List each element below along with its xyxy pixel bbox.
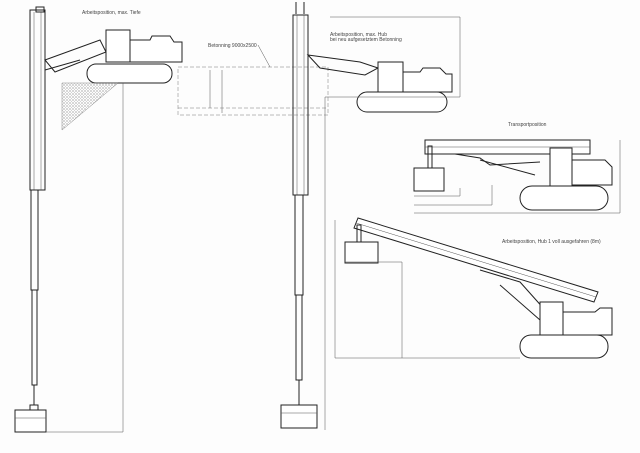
- label-lift1-extended: Arbeitsposition, Hub 1 voll ausgefahren …: [502, 239, 601, 245]
- machine-max-lift: [280, 2, 461, 430]
- bucket: [413, 167, 445, 192]
- label-transport: Transportposition: [508, 122, 547, 128]
- machine-transport: [413, 139, 621, 214]
- label-max-depth: Arbeitsposition, max. Tiefe: [82, 10, 141, 16]
- bucket: [280, 404, 318, 429]
- label-concrete-ring: Betonning 9000x2500: [208, 43, 257, 49]
- soil-hatch: [61, 82, 119, 131]
- label-max-lift-2: bei neu aufgesetztem Betonning: [330, 37, 402, 43]
- label-max-lift-1: Arbeitsposition, max. Hub: [330, 32, 387, 38]
- machine-max-depth: [14, 6, 183, 433]
- bucket: [344, 241, 379, 264]
- concrete-ring: [177, 44, 329, 116]
- bucket: [14, 409, 47, 433]
- machine-lift1-extended: [334, 217, 613, 359]
